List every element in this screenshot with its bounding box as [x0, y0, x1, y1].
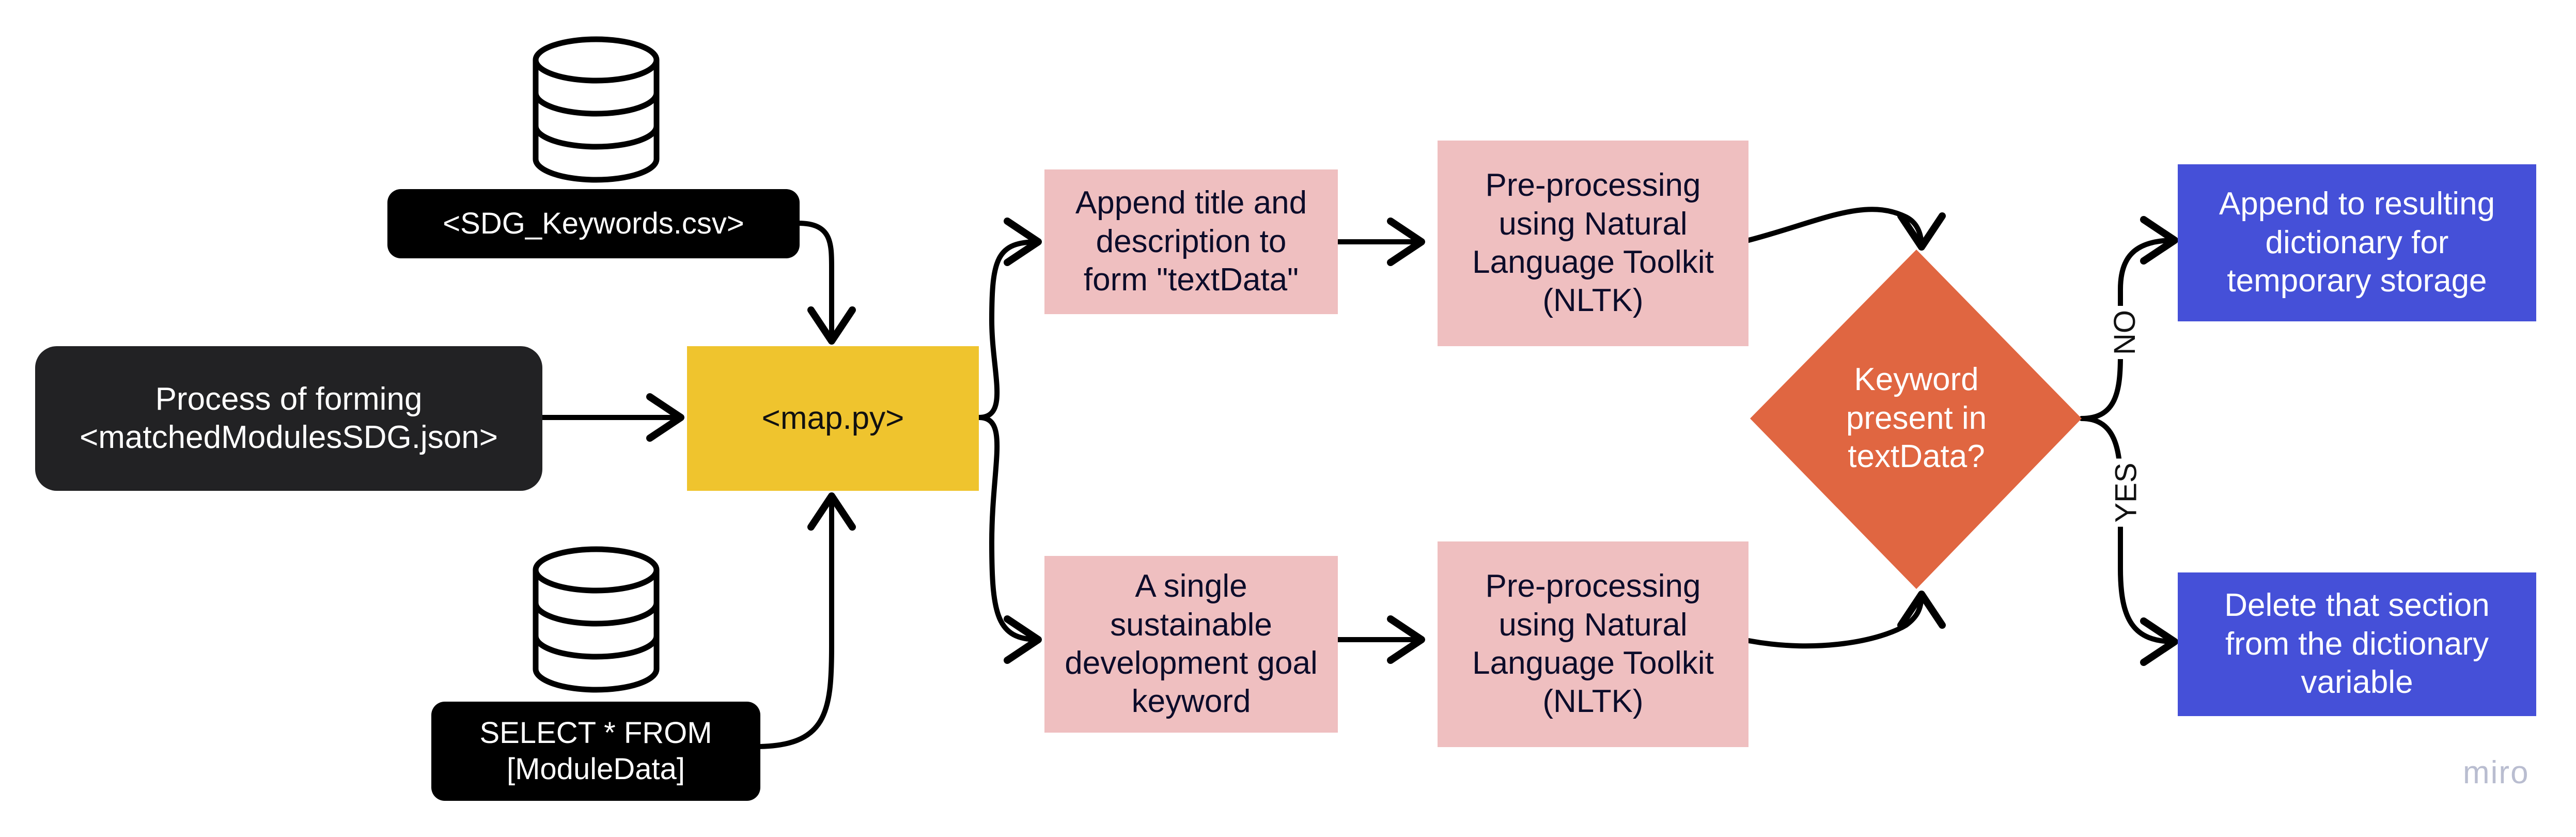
- edge-label-no: NO: [2107, 306, 2142, 359]
- decision-label: Keyword present in textData?: [1846, 362, 1987, 475]
- append-result-node: Append to resulting dictionary for tempo…: [2178, 164, 2536, 321]
- edge-preprocess-bottom-to-decision: [1746, 591, 1946, 649]
- edge-map-to-append: [976, 218, 1042, 420]
- single-keyword-label: A single sustainable development goal ke…: [1065, 568, 1318, 720]
- decision-diamond: [1750, 250, 2082, 589]
- delete-section-node: Delete that section from the dictionary …: [2178, 572, 2536, 716]
- map-py-label: <map.py>: [761, 400, 904, 436]
- edge-select-to-map: [753, 492, 856, 749]
- preprocess-bottom-label: Pre-processing using Natural Language To…: [1472, 568, 1714, 720]
- preprocess-top-node: Pre-processing using Natural Language To…: [1438, 141, 1748, 346]
- preprocess-top-label: Pre-processing using Natural Language To…: [1472, 167, 1714, 319]
- miro-watermark: miro: [2463, 754, 2530, 791]
- process-forming-node: Process of forming <matchedModulesSDG.js…: [35, 346, 542, 491]
- append-title-label: Append title and description to form "te…: [1075, 185, 1307, 298]
- sdg-keywords-csv-label: <SDG_Keywords.csv>: [443, 207, 744, 241]
- decision-node: Keyword present in textData?: [1791, 331, 2041, 506]
- edge-label-yes-text: YES: [2109, 462, 2143, 523]
- edge-preprocess-top-to-decision: [1746, 207, 1946, 251]
- map-py-node: <map.py>: [687, 346, 979, 491]
- preprocess-bottom-node: Pre-processing using Natural Language To…: [1438, 541, 1748, 747]
- select-query-label: SELECT * FROM [ModuleData]: [479, 716, 712, 786]
- single-keyword-node: A single sustainable development goal ke…: [1044, 556, 1338, 733]
- append-title-node: Append title and description to form "te…: [1044, 169, 1338, 314]
- database-icon: [533, 546, 660, 693]
- delete-section-label: Delete that section from the dictionary …: [2224, 587, 2490, 701]
- append-result-label: Append to resulting dictionary for tempo…: [2219, 186, 2495, 299]
- edge-map-to-keyword: [976, 415, 1042, 664]
- edge-decision-yes: [2079, 416, 2178, 666]
- edge-csv-to-map: [795, 221, 856, 345]
- database-icon: [533, 36, 660, 183]
- select-query-node: SELECT * FROM [ModuleData]: [431, 702, 760, 801]
- process-forming-label: Process of forming <matchedModulesSDG.js…: [80, 381, 498, 455]
- edge-label-yes: YES: [2109, 458, 2144, 527]
- miro-watermark-text: miro: [2463, 755, 2530, 791]
- sdg-keywords-csv-node: <SDG_Keywords.csv>: [387, 189, 800, 258]
- edge-label-no-text: NO: [2108, 310, 2142, 355]
